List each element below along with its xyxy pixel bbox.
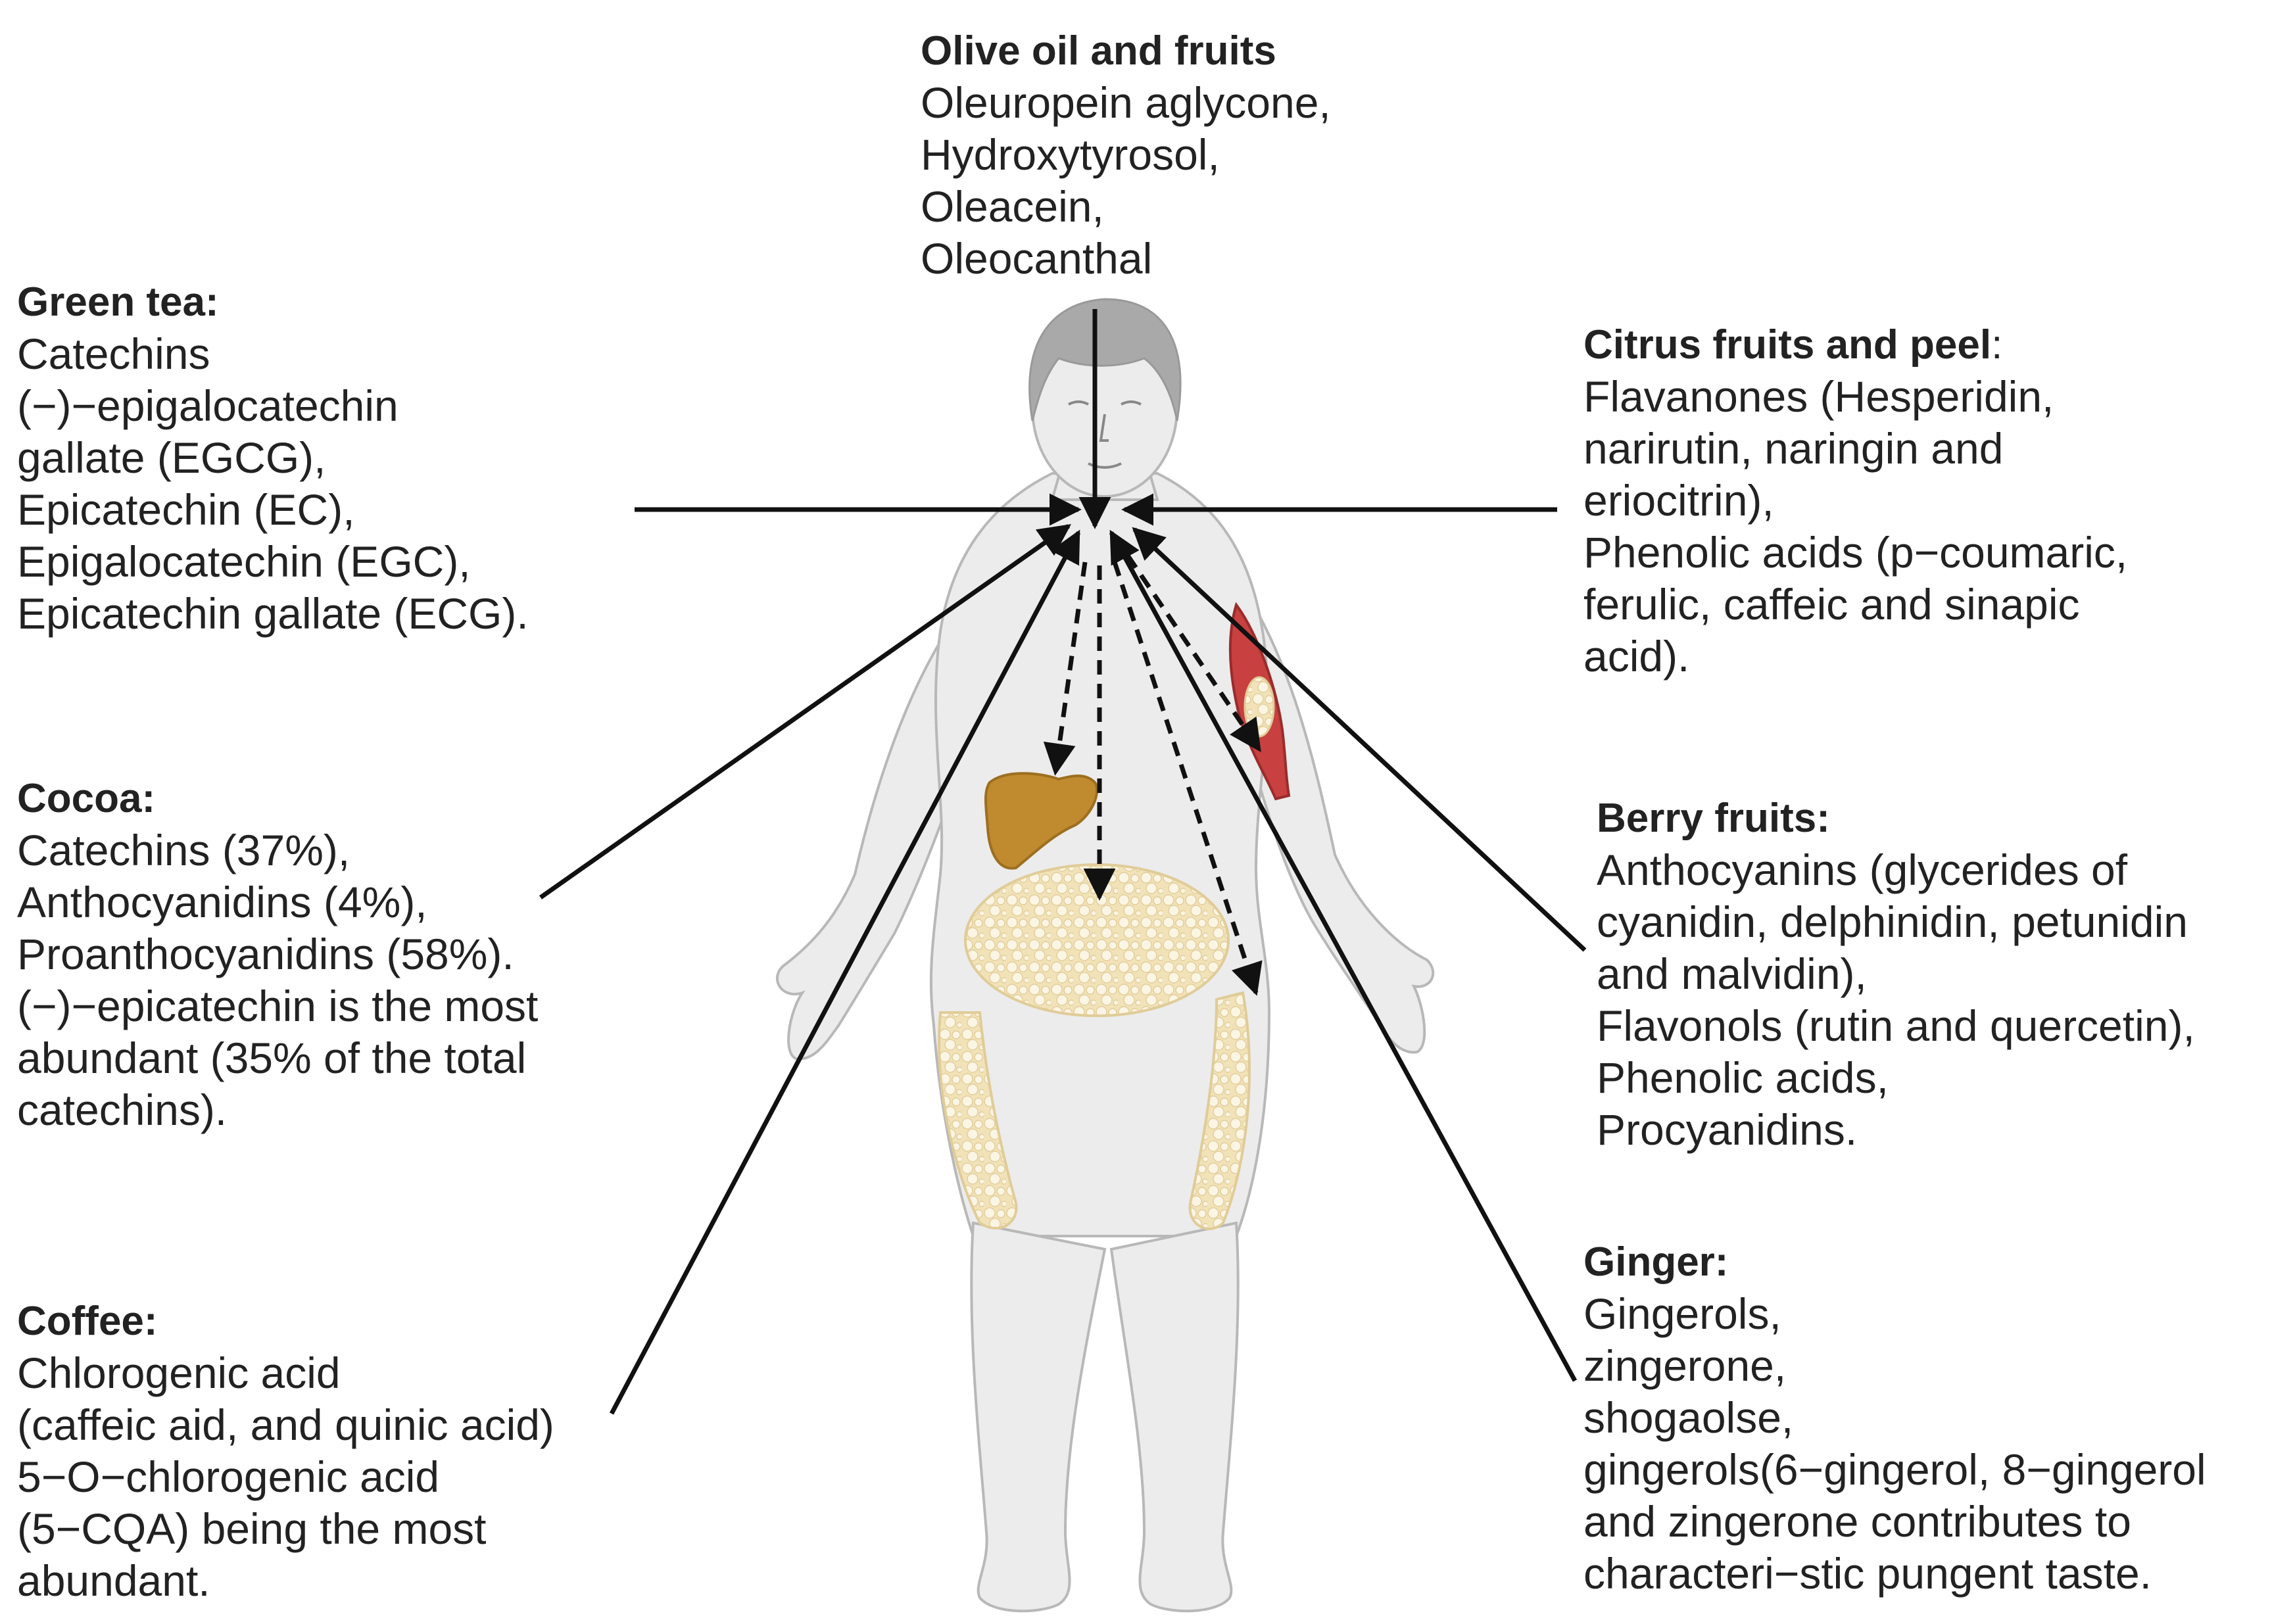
- left-leg: [970, 1221, 1107, 1613]
- compound-line: abundant (35% of the total: [17, 1034, 527, 1082]
- berry-block: Berry fruits: Anthocyanins (glycerides o…: [1597, 792, 2195, 1156]
- compound-line: Catechins (37%),: [17, 826, 350, 874]
- hair: [1028, 298, 1182, 421]
- compound-line: cyanidin, delphinidin, petunidin: [1597, 897, 2188, 946]
- arm-muscle-fat: [1244, 676, 1275, 738]
- cocoa-title: Cocoa:: [17, 776, 156, 821]
- compound-line: Oleacein,: [921, 182, 1104, 231]
- face: [1068, 400, 1142, 469]
- abdominal-fat-icon: [964, 863, 1230, 1017]
- compound-line: Epicatechin (EC),: [17, 485, 355, 534]
- liver-icon: [984, 772, 1099, 870]
- citrus-title-suffix: :: [1991, 322, 2003, 368]
- compound-line: Catechins: [17, 329, 210, 378]
- berry-title: Berry fruits:: [1597, 796, 1830, 841]
- compound-line: Anthocyanins (glycerides of: [1597, 846, 2128, 894]
- thigh-fat-icon: [938, 1011, 1018, 1230]
- cocoa-block: Cocoa: Catechins (37%), Anthocyanidins (…: [17, 773, 538, 1136]
- thigh-fat-icon: [1188, 991, 1251, 1230]
- compound-line: (caffeic aid, and quinic acid): [17, 1400, 554, 1449]
- compound-line: Oleuropein aglycone,: [921, 78, 1331, 127]
- compound-line: Epigalocatechin (EGC),: [17, 537, 471, 586]
- compound-line: and malvidin),: [1597, 949, 1867, 998]
- compound-line: abundant.: [17, 1556, 210, 1605]
- compound-line: catechins).: [17, 1086, 228, 1134]
- compound-line: Oleocanthal: [921, 234, 1153, 283]
- right-leg: [1109, 1221, 1240, 1613]
- green-tea-block: Green tea: Catechins (−)−epigalocatechin…: [17, 276, 529, 640]
- compound-line: 5−O−chlorogenic acid: [17, 1452, 440, 1501]
- citrus-block: Citrus fruits and peel: Flavanones (Hesp…: [1583, 319, 2127, 682]
- compound-line: Phenolic acids,: [1597, 1053, 1889, 1102]
- compound-line: eriocitrin),: [1583, 476, 1774, 525]
- compound-line: (5−CQA) being the most: [17, 1504, 487, 1553]
- arrow-cocoa: [539, 524, 1072, 899]
- compound-line: Flavonols (rutin and quercetin),: [1597, 1001, 2195, 1050]
- ginger-title: Ginger:: [1583, 1239, 1729, 1285]
- compound-line: Anthocyanidins (4%),: [17, 878, 427, 926]
- compound-line: narirutin, naringin and: [1583, 424, 2004, 473]
- ginger-block: Ginger: Gingerols, zingerone, shogaolse,…: [1583, 1236, 2206, 1600]
- compound-line: Hydroxytyrosol,: [921, 130, 1220, 179]
- compound-line: Gingerols,: [1583, 1289, 1781, 1338]
- arrow-berry: [1132, 527, 1587, 952]
- dashed-arrow-thigh: [1112, 561, 1263, 996]
- compound-line: Phenolic acids (p−coumaric,: [1583, 528, 2128, 577]
- coffee-block: Coffee: Chlorogenic acid (caffeic aid, a…: [17, 1295, 554, 1607]
- compound-line: shogaolse,: [1583, 1393, 1794, 1442]
- compound-line: Flavanones (Hesperidin,: [1583, 372, 2054, 421]
- compound-line: acid).: [1583, 632, 1690, 681]
- compound-line: gallate (EGCG),: [17, 433, 326, 482]
- citrus-title: Citrus fruits and peel:: [1583, 319, 2127, 371]
- right-arm: [1234, 574, 1435, 1054]
- compound-line: characteri−stic pungent taste.: [1583, 1549, 2152, 1598]
- compound-line: Epicatechin gallate (ECG).: [17, 589, 529, 638]
- olive-oil-title: Olive oil and fruits: [921, 28, 1276, 74]
- compound-line: ferulic, caffeic and sinapic: [1583, 580, 2080, 629]
- left-arm: [775, 608, 972, 1061]
- dashed-arrow-muscle: [1126, 554, 1261, 753]
- compound-line: Proanthocyanidins (58%).: [17, 930, 514, 978]
- compound-line: zingerone,: [1583, 1341, 1787, 1390]
- compound-line: Procyanidins.: [1597, 1105, 1858, 1154]
- olive-oil-block: Olive oil and fruits Oleuropein aglycone…: [921, 25, 1331, 285]
- citrus-title-text: Citrus fruits and peel: [1583, 322, 1992, 368]
- coffee-title: Coffee:: [17, 1299, 158, 1344]
- compound-line: (−)−epicatechin is the most: [17, 982, 539, 1030]
- dashed-arrow-liver: [1043, 561, 1088, 776]
- compound-line: Chlorogenic acid: [17, 1349, 341, 1397]
- compound-line: gingerols(6−gingerol, 8−gingerol: [1583, 1445, 2206, 1494]
- arrow-coffee: [609, 529, 1081, 1415]
- compound-line: (−)−epigalocatechin: [17, 381, 398, 430]
- compound-line: and zingerone contributes to: [1583, 1497, 2131, 1546]
- green-tea-title: Green tea:: [17, 279, 219, 325]
- arrow-ginger: [1109, 529, 1578, 1382]
